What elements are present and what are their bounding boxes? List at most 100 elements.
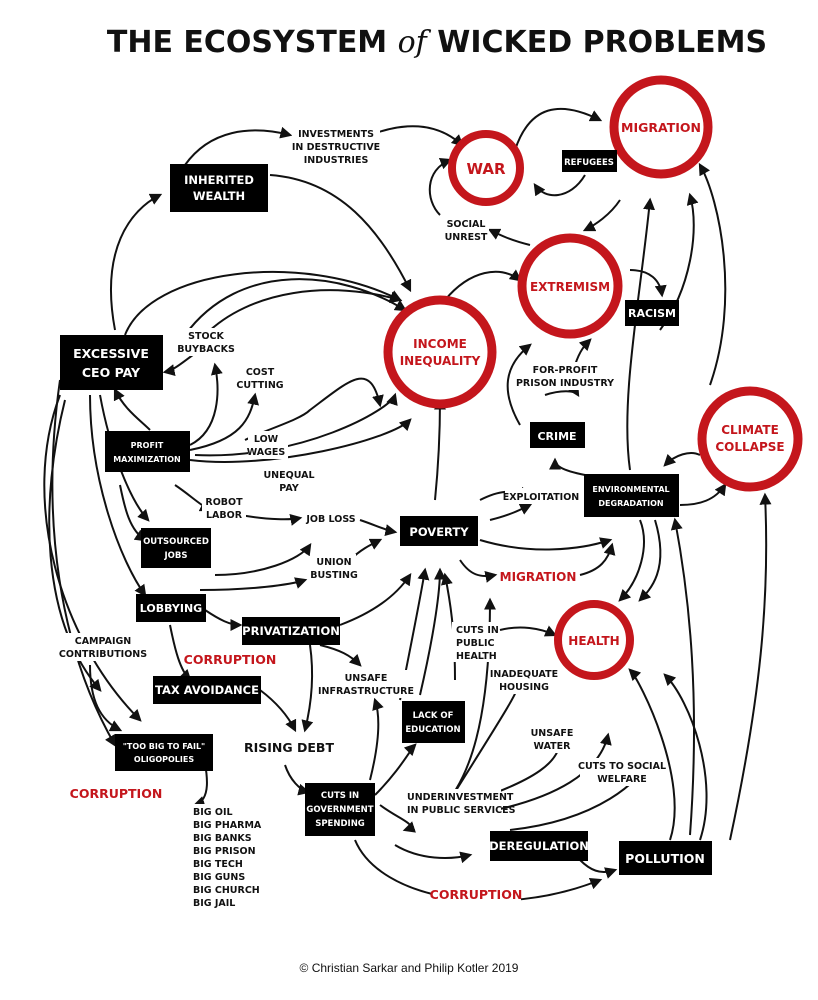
circle-health: HEALTH: [554, 600, 634, 680]
arrow: [269, 174, 412, 293]
arrow: [89, 394, 147, 597]
box-too-big-to-fail-line-2: OLIGOPOLIES: [134, 755, 194, 764]
box-profit-maximization-line-1: PROFIT: [131, 441, 164, 450]
label-low-wages: LOW WAGES: [247, 431, 288, 459]
label-social-welfare-line-1: CUTS TO SOCIAL: [578, 761, 666, 772]
label-unequal-pay-line-1: UNEQUAL: [263, 470, 314, 481]
arrow: [43, 394, 142, 722]
box-inherited-wealth: INHERITED WEALTH: [170, 164, 268, 212]
big-list-item: BIG GUNS: [193, 872, 245, 883]
arrow: [679, 483, 727, 506]
label-underinvestment-line-2: IN PUBLIC SERVICES: [407, 805, 516, 816]
big-list-item: BIG PHARMA: [193, 820, 262, 831]
arrow: [574, 338, 592, 366]
box-racism-label: RACISM: [628, 307, 676, 320]
arrow: [110, 193, 163, 331]
label-for-profit-line-1: FOR-PROFIT: [533, 365, 598, 376]
label-underinvestment: UNDERINVESTMENT IN PUBLIC SERVICES: [403, 789, 516, 817]
label-migration-red-text: MIGRATION: [500, 570, 577, 584]
copyright-notice: © Christian Sarkar and Philip Kotler 201…: [300, 961, 519, 975]
arrow: [204, 289, 403, 336]
circle-extremism: EXTREMISM: [517, 233, 623, 339]
label-underinvestment-line-1: UNDERINVESTMENT: [407, 792, 514, 803]
arrow: [369, 125, 464, 147]
label-investments: INVESTMENTS IN DESTRUCTIVE INDUSTRIES: [292, 126, 380, 166]
label-union-busting: UNION BUSTING: [310, 554, 358, 582]
label-investments-line-1: INVESTMENTS: [298, 129, 374, 140]
arrow: [487, 228, 531, 246]
box-cuts-line-3: SPENDING: [315, 819, 365, 829]
label-corruption-2: CORRUPTION: [70, 784, 162, 802]
circle-climate-collapse-label-2: COLLAPSE: [715, 440, 784, 454]
box-profit-maximization-line-2: MAXIMIZATION: [113, 455, 181, 464]
box-excessive-ceo-pay-line-1: EXCESSIVE: [73, 346, 149, 361]
label-rising-debt: RISING DEBT: [244, 737, 334, 757]
box-lobbying-label: LOBBYING: [140, 602, 202, 615]
arrow: [533, 174, 586, 197]
arrow: [514, 107, 603, 151]
arrow: [663, 673, 708, 841]
box-refugees: REFUGEES: [562, 150, 617, 172]
arrow: [506, 343, 532, 426]
label-social-unrest-line-2: UNREST: [445, 232, 488, 243]
label-low-wages-line-1: LOW: [254, 434, 279, 445]
label-social-unrest-line-1: SOCIAL: [447, 219, 486, 230]
label-job-loss-text: JOB LOSS: [305, 514, 355, 525]
box-crime-label: CRIME: [537, 430, 576, 443]
big-list-item: BIG PRISON: [193, 846, 256, 857]
box-cuts-in-government-spending: CUTS IN GOVERNMENT SPENDING: [305, 783, 375, 836]
label-cuts-public-health-line-1: CUTS IN: [456, 625, 499, 636]
arrow: [549, 457, 586, 476]
box-outsourced-jobs: OUTSOURCED JOBS: [141, 528, 211, 568]
label-for-profit-line-2: PRISON INDUSTRY: [516, 378, 614, 389]
label-stock-buybacks-line-2: BUYBACKS: [177, 344, 235, 355]
circle-income-inequality: INCOME INEQUALITY: [383, 295, 497, 409]
label-for-profit-prison: FOR-PROFIT PRISON INDUSTRY: [516, 362, 614, 390]
box-lack-of-education-line-1: LACK OF: [413, 711, 454, 721]
box-profit-maximization: PROFIT MAXIMIZATION: [105, 431, 190, 472]
box-deregulation-label: DEREGULATION: [489, 839, 589, 853]
label-social-unrest: SOCIAL UNREST: [445, 216, 489, 244]
circle-war-label: WAR: [466, 160, 505, 178]
arrow: [89, 664, 123, 732]
arrow: [194, 392, 398, 457]
box-refugees-label: REFUGEES: [564, 158, 614, 168]
arrow: [628, 668, 676, 841]
label-stock-buybacks: STOCK BUYBACKS: [177, 328, 235, 356]
box-excessive-ceo-pay-line-2: CEO PAY: [82, 365, 141, 380]
label-stock-buybacks-line-1: STOCK: [188, 331, 224, 342]
arrow: [259, 689, 297, 733]
label-exploitation: EXPLOITATION: [503, 488, 579, 504]
box-pollution: POLLUTION: [619, 841, 712, 875]
label-cuts-public-health-line-2: PUBLIC: [456, 638, 495, 649]
arrow: [670, 517, 696, 836]
box-cuts-line-2: GOVERNMENT: [306, 805, 373, 815]
label-cuts-public-health: CUTS IN PUBLIC HEALTH: [452, 622, 499, 662]
arrow: [184, 278, 408, 336]
box-too-big-to-fail-line-1: "TOO BIG TO FAIL": [123, 742, 205, 751]
arrow: [204, 609, 243, 631]
label-cuts-public-health-line-3: HEALTH: [456, 651, 497, 662]
label-cost-cutting-line-1: COST: [246, 367, 275, 378]
label-big-list: BIG OIL BIG PHARMA BIG BANKS BIG PRISON …: [190, 804, 262, 910]
box-too-big-to-fail: "TOO BIG TO FAIL" OLIGOPOLIES: [115, 734, 213, 771]
arrow: [239, 513, 303, 526]
label-union-busting-line-2: BUSTING: [310, 570, 358, 581]
box-environmental-degradation-line-2: DEGRADATION: [598, 499, 663, 508]
arrow: [189, 418, 412, 463]
arrow: [499, 625, 558, 637]
box-tax-avoidance-label: TAX AVOIDANCE: [155, 683, 259, 697]
label-investments-line-3: INDUSTRIES: [304, 155, 369, 166]
box-lobbying: LOBBYING: [136, 594, 206, 622]
label-investments-line-2: IN DESTRUCTIVE: [292, 142, 380, 153]
box-inherited-wealth-line-1: INHERITED: [184, 173, 254, 187]
circle-climate-collapse: CLIMATE COLLAPSE: [697, 386, 803, 492]
arrow: [284, 764, 311, 796]
label-cuts-social-welfare: CUTS TO SOCIAL WELFARE: [578, 758, 666, 786]
label-corruption-3: CORRUPTION: [430, 885, 522, 903]
box-inherited-wealth-line-2: WEALTH: [193, 189, 245, 203]
label-corruption-1: CORRUPTION: [184, 650, 276, 668]
label-inadequate-housing: INADEQUATE HOUSING: [490, 666, 558, 694]
label-unsafe-infrastructure: UNSAFE INFRASTRUCTURE: [318, 670, 414, 698]
label-job-loss: JOB LOSS: [305, 510, 357, 526]
